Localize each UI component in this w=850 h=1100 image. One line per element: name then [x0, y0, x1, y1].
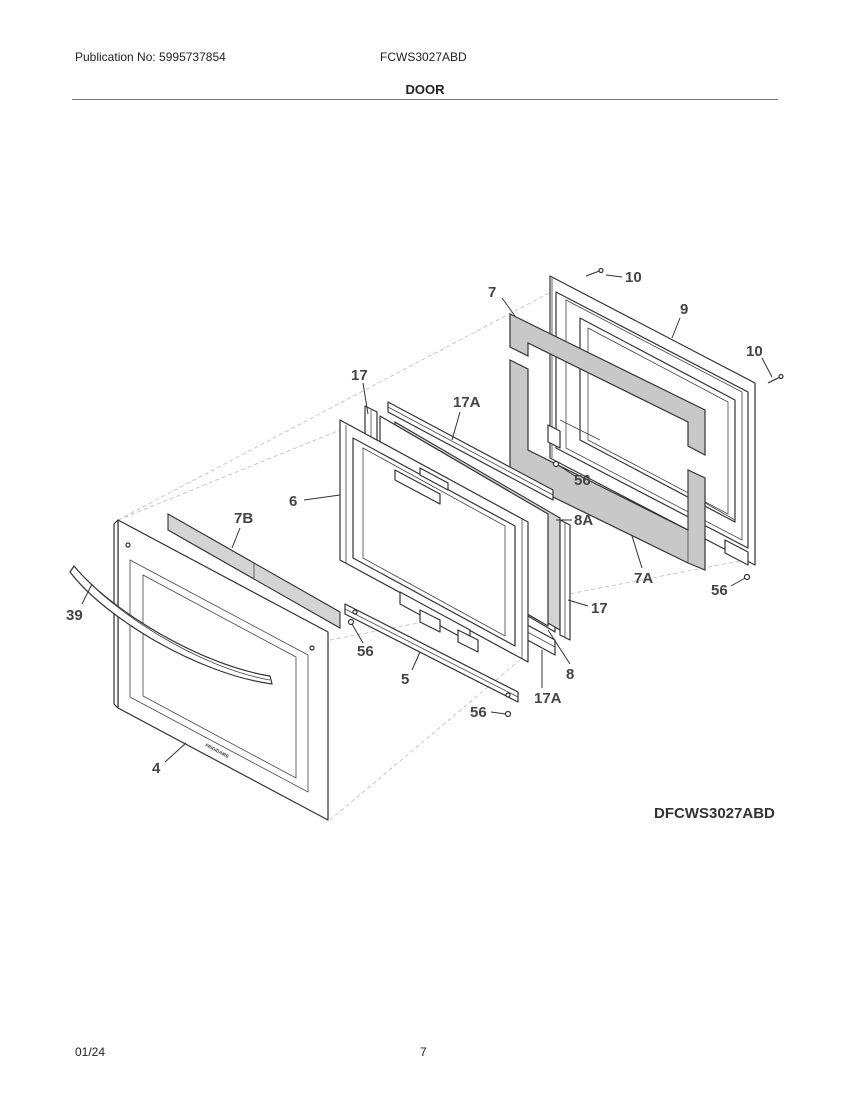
callout-labels: 10 7 9 10 17 17A 56 6 7B 8A 7A 56 39 17 …	[66, 269, 763, 777]
callout-39: 39	[66, 607, 83, 624]
callout-10-top: 10	[625, 269, 642, 286]
page-number: 7	[420, 1045, 427, 1059]
callout-8: 8	[566, 666, 574, 683]
callout-17-lower: 17	[591, 600, 608, 617]
callout-56-bottom: 56	[470, 704, 487, 721]
callout-leader-lines	[81, 274, 773, 763]
part-56-screw-c	[347, 618, 355, 626]
callout-7B: 7B	[234, 510, 253, 527]
part-56-screw-b	[743, 573, 751, 581]
callout-4: 4	[152, 760, 161, 777]
part-7A-lower-gasket	[509, 359, 706, 571]
part-5-bottom-bar	[344, 603, 519, 703]
part-7B-glass-strip	[167, 513, 341, 629]
callout-56-frame: 56	[357, 643, 374, 660]
section-title: DOOR	[405, 82, 445, 97]
part-17A-upper-channel	[387, 401, 554, 501]
header-rule	[72, 99, 778, 100]
footer-date: 01/24	[75, 1045, 106, 1059]
callout-10-right: 10	[746, 343, 763, 360]
part-10-screw-top	[585, 267, 604, 277]
callout-17A-lower: 17A	[534, 690, 562, 707]
callout-56-right: 56	[711, 582, 728, 599]
callout-17-upper: 17	[351, 367, 368, 384]
model-number: FCWS3027ABD	[380, 50, 467, 64]
callout-5: 5	[401, 671, 409, 688]
callout-7: 7	[488, 284, 496, 301]
diagram-code: DFCWS3027ABD	[654, 805, 775, 822]
part-56-screw-d	[504, 710, 512, 718]
part-10-screw-right	[767, 373, 784, 384]
part-56-screw-a	[552, 460, 560, 468]
callout-7A: 7A	[634, 570, 653, 587]
part-6-door-frame	[339, 419, 529, 663]
part-7-door-gasket	[509, 313, 706, 456]
callout-6: 6	[289, 493, 297, 510]
part-17-right-channel	[559, 519, 571, 641]
callout-56-liner: 56	[574, 472, 591, 489]
publication-number: Publication No: 5995737854	[75, 50, 226, 64]
callout-8A: 8A	[574, 512, 593, 529]
callout-9: 9	[680, 301, 688, 318]
callout-17A-upper: 17A	[453, 394, 481, 411]
